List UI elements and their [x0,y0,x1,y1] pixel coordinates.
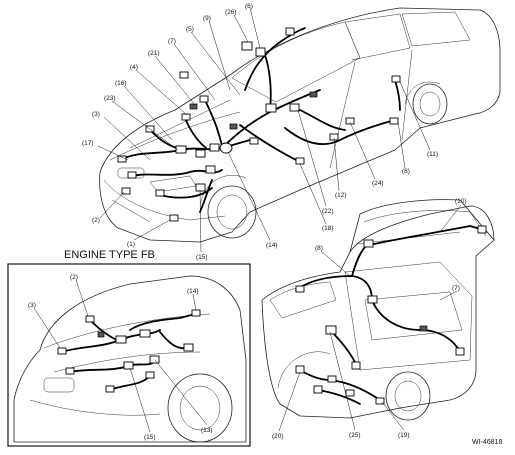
callout-labels: (26) (6) (9) (5) (7) (21) (4) (16) (23) … [28,3,467,441]
inset-frame [7,263,251,447]
callout-inset-2: (2) [70,274,78,281]
callout-rear-7: (7) [452,285,460,292]
callout-inset-3: (3) [28,302,36,309]
callout-26: (26) [225,9,237,16]
callout-23: (23) [104,95,116,102]
callout-rear-8: (8) [315,245,323,252]
callout-12: (12) [335,192,347,199]
callout-3: (3) [92,111,100,118]
callout-16: (16) [115,80,127,87]
figure-id: WI-46818 [472,439,502,446]
callout-inset-13: (13) [201,427,213,434]
callout-11: (11) [427,151,438,158]
callout-17: (17) [82,140,94,147]
callout-rear-25: (25) [349,432,361,439]
callout-14: (14) [266,242,278,249]
callout-22: (22) [322,208,334,215]
rear-vehicle-view [261,199,495,432]
callout-18: (18) [322,225,334,232]
main-vehicle-view [97,7,501,253]
callout-inset-14: (14) [187,288,199,295]
callout-8: (8) [402,168,410,175]
callout-2: (2) [92,217,100,224]
callout-5: (5) [186,26,194,33]
inset-heading: ENGINE TYPE FB [64,249,155,261]
callout-1: (1) [127,241,135,248]
callout-24: (24) [372,180,384,187]
callout-4: (4) [130,64,138,71]
callout-21: (21) [148,50,160,57]
callout-9: (9) [203,15,211,22]
callout-rear-19: (19) [398,432,410,439]
callout-inset-15: (15) [144,434,156,441]
callout-rear-10: (10) [455,198,467,205]
callout-15: (15) [196,254,208,261]
callout-6: (6) [245,3,253,10]
callout-rear-20: (20) [272,433,284,440]
callout-7: (7) [168,38,176,45]
engine-fb-inset [7,263,251,447]
